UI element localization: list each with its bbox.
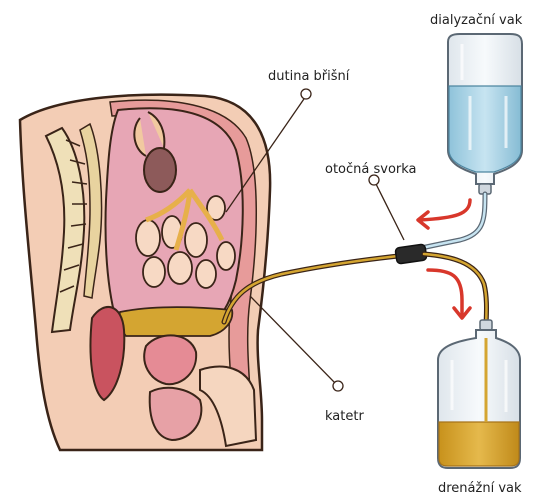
leader-cavity-dot <box>301 89 311 99</box>
label-open-clamp: otočná svorka <box>325 163 417 176</box>
leader-clamp <box>375 182 404 240</box>
label-abdominal-cavity: dutina břišní <box>268 70 349 83</box>
label-catheter: katetr <box>325 410 364 423</box>
upper-organ <box>144 148 176 192</box>
label-drainage-bag: drenážní vak <box>438 482 522 495</box>
inflow-arrow <box>418 200 470 228</box>
label-dialysate-bag: dialyzační vak <box>430 14 522 27</box>
uterus <box>144 335 196 384</box>
cavity-fluid-pool <box>119 307 232 336</box>
body-cross-section <box>20 95 270 450</box>
outflow-arrow <box>428 270 470 318</box>
leader-catheter-dot <box>333 381 343 391</box>
dialysate-fluid <box>449 86 521 172</box>
drain-tube <box>424 254 487 328</box>
drainage-bag <box>438 320 520 468</box>
leader-catheter <box>250 296 336 384</box>
drained-fluid <box>439 422 519 466</box>
